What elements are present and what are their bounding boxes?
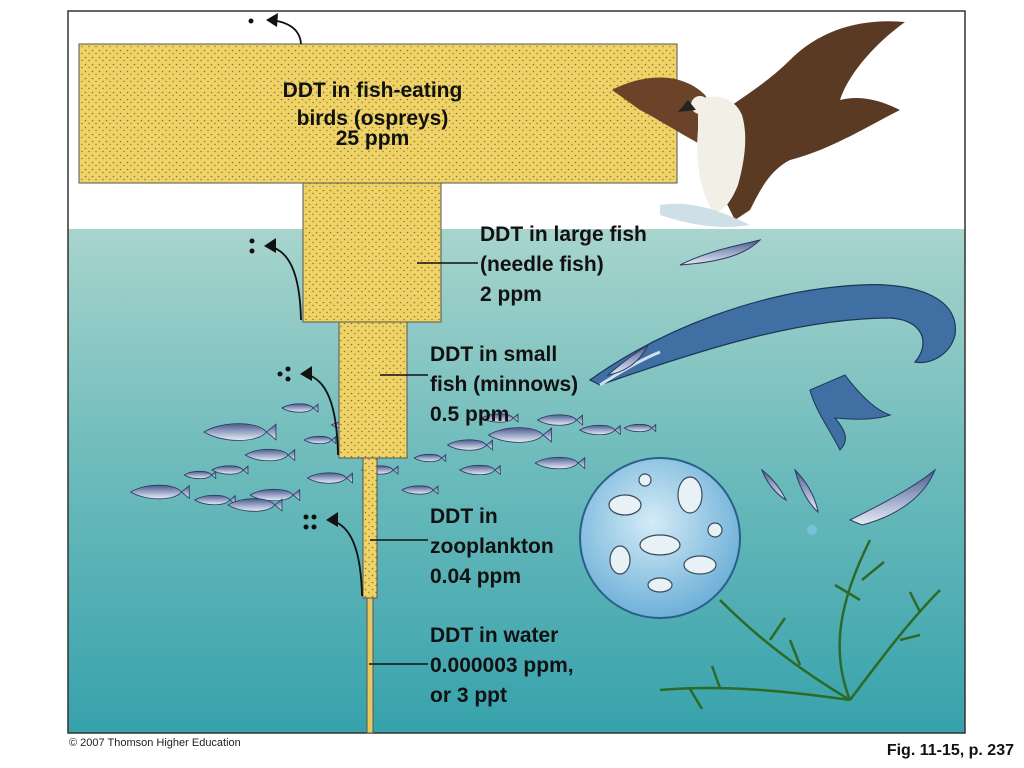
- minnow-fish: [129, 484, 190, 500]
- label-ospreys: DDT in fish-eating birds (ospreys) 25 pp…: [282, 79, 463, 150]
- minnow-fish: [183, 470, 217, 480]
- minnow-school: [129, 403, 657, 512]
- minnow-fish: [487, 427, 552, 443]
- minnow-fish: [244, 448, 296, 462]
- minnow-fish: [534, 456, 586, 470]
- small-fish-bar: [338, 321, 408, 459]
- label-large-fish: DDT in large fish (needle fish) 2 ppm: [480, 223, 647, 306]
- minnow-fish: [306, 472, 353, 484]
- osprey-illustration: [612, 21, 905, 227]
- minnow-fish: [578, 424, 621, 436]
- minnow-fish: [227, 498, 283, 512]
- label-zooplankton: DDT in zooplankton 0.04 ppm: [430, 505, 554, 588]
- label-water: DDT in water 0.000003 ppm, or 3 ppt: [430, 624, 574, 707]
- minnow-fish: [446, 439, 493, 451]
- osprey-bar: [78, 43, 678, 184]
- leader-lines: [369, 262, 478, 665]
- figure-reference: Fig. 11-15, p. 237: [886, 742, 1014, 759]
- minnow-fish: [536, 414, 583, 426]
- minnow-fish: [193, 494, 236, 506]
- minnow-fish: [623, 423, 657, 433]
- minnow-fish: [211, 465, 249, 475]
- copyright-notice: © 2007 Thomson Higher Education: [69, 737, 241, 749]
- minnow-fish: [458, 464, 501, 476]
- label-small-fish: DDT in small fish (minnows) 0.5 ppm: [430, 343, 579, 426]
- scene-frame: [67, 10, 966, 734]
- scattered-fish: [606, 239, 937, 535]
- water-bar: [366, 597, 374, 734]
- minnow-fish: [203, 423, 277, 441]
- zooplankton-bar: [362, 457, 378, 599]
- seaweed-illustration: [659, 539, 941, 710]
- ddt-concentration-bars: [78, 43, 678, 734]
- minnow-fish: [281, 403, 319, 413]
- minnow-fish: [303, 435, 337, 445]
- minnow-fish: [413, 453, 447, 463]
- minnow-fish: [481, 413, 519, 423]
- zooplankton-illustration: [579, 457, 741, 619]
- minnow-fish: [401, 485, 439, 495]
- large-fish-bar: [302, 182, 442, 323]
